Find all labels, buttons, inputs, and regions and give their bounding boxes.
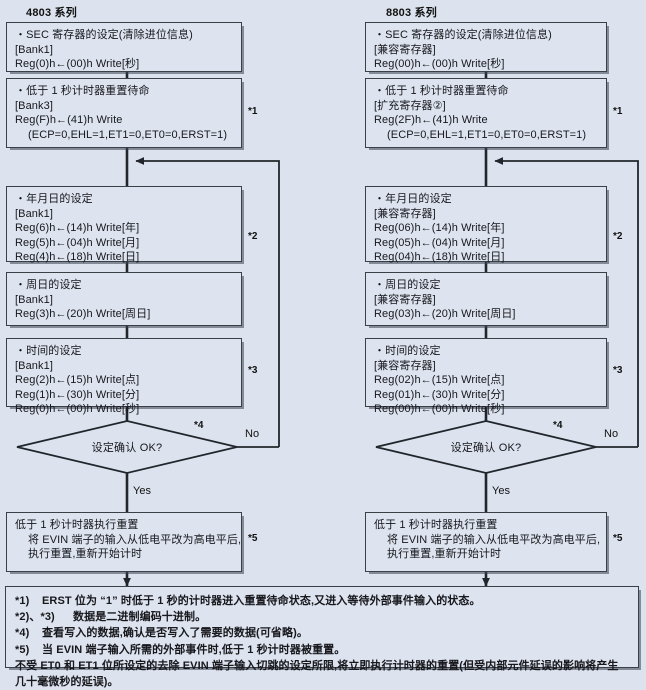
box-line: Reg(04)h←(18)h Write[日] [374, 251, 505, 264]
note-marker-4-right: *4 [553, 420, 563, 431]
note-marker-4-left: *4 [194, 420, 204, 431]
box-line: Reg(06)h←(14)h Write[年] [374, 222, 505, 235]
box-line: [兼容寄存器] [374, 293, 436, 306]
process-box-set-time-left[interactable]: ・时间的设定 [Bank1] Reg(2)h←(15)h Write[点] Re… [6, 338, 242, 415]
process-box-sec-register-left[interactable]: ・SEC 寄存器的设定(清除进位信息) [Bank1] Reg(0)h←(00)… [6, 22, 242, 72]
note-marker-3-left: *3 [248, 365, 258, 376]
note-marker-1-right: *1 [613, 106, 623, 117]
box-line: [Bank3] [15, 99, 54, 112]
process-box-set-date-left[interactable]: ・年月日的设定 [Bank1] Reg(6)h←(14)h Write[年] R… [6, 186, 242, 264]
note-item: *4) 查看写入的数据,确认是否写入了需要的数据(可省略)。 [15, 625, 629, 641]
notes-panel: *1) ERST 位为 “1” 时低于 1 秒的计时器进入重置待命状态,又进入等待… [5, 586, 639, 688]
process-box-set-date-right[interactable]: ・年月日的设定 [兼容寄存器] Reg(06)h←(14)h Write[年] … [365, 186, 607, 264]
box-line: Reg(00)h←(00)h Write[秒] [374, 403, 505, 416]
box-line: ・时间的设定 [374, 345, 441, 357]
process-box-set-weekday-right[interactable]: ・周日的设定 [兼容寄存器] Reg(03)h←(20)h Write[周日] [365, 272, 607, 326]
box-line: (ECP=0,EHL=1,ET1=0,ET0=0,ERST=1) [387, 128, 587, 141]
box-line: Reg(03)h←(20)h Write[周日] [374, 308, 516, 321]
note-label: *2)、*3) [15, 611, 55, 624]
box-line: [Bank1] [15, 207, 54, 220]
branch-label-no-left: No [245, 428, 260, 440]
process-box-sec-register-right[interactable]: ・SEC 寄存器的设定(清除进位信息) [兼容寄存器] Reg(00)h←(00… [365, 22, 607, 72]
box-line: Reg(5)h←(04)h Write[月] [15, 236, 140, 249]
box-line: Reg(4)h←(18)h Write[日] [15, 251, 140, 264]
box-line: 执行重置,重新开始计时 [387, 548, 502, 561]
column-title-8803: 8803 系列 [386, 7, 437, 19]
process-box-sub-second-reset-standby-right[interactable]: ・低于 1 秒计时器重置待命 [扩充寄存器②] Reg(2F)h←(41)h W… [365, 78, 607, 148]
decision-label: 设定确认 OK? [450, 442, 522, 454]
note-marker-2-right: *2 [613, 231, 623, 242]
box-line: [Bank1] [15, 359, 54, 372]
note-item: *2)、*3) 数据是二进制编码十进制。 [15, 609, 629, 625]
box-line: 将 EVIN 端子的输入从低电平改为高电平后, [28, 533, 242, 546]
box-line: Reg(02)h←(15)h Write[点] [374, 374, 505, 387]
decision-label: 设定确认 OK? [91, 442, 163, 454]
note-marker-5-left: *5 [248, 533, 258, 544]
box-line: ・SEC 寄存器的设定(清除进位信息) [374, 29, 552, 41]
box-line: Reg(1)h←(30)h Write[分] [15, 388, 140, 401]
box-line: ・时间的设定 [15, 345, 82, 357]
box-line: ・周日的设定 [15, 279, 82, 291]
box-line: [Bank1] [15, 293, 54, 306]
branch-label-no-right: No [604, 428, 619, 440]
box-line: Reg(3)h←(20)h Write[周日] [15, 308, 151, 321]
box-line: 低于 1 秒计时器执行重置 [15, 519, 139, 531]
box-line: 执行重置,重新开始计时 [28, 548, 143, 561]
note-text: 数据是二进制编码十进制。 [73, 611, 207, 624]
note-item: *1) ERST 位为 “1” 时低于 1 秒的计时器进入重置待命状态,又进入等待… [15, 593, 629, 609]
column-title-4803: 4803 系列 [26, 7, 77, 19]
box-line: Reg(01)h←(30)h Write[分] [374, 388, 505, 401]
note-text: ERST 位为 “1” 时低于 1 秒的计时器进入重置待命状态,又进入等待外部事… [42, 595, 481, 607]
box-line: ・SEC 寄存器的设定(清除进位信息) [15, 29, 193, 41]
box-line: [扩充寄存器②] [374, 99, 446, 112]
box-line: ・年月日的设定 [374, 193, 452, 205]
box-line: Reg(2)h←(15)h Write[点] [15, 374, 140, 387]
decision-confirm-settings-left[interactable]: 设定确认 OK? [17, 421, 237, 473]
box-line: Reg(F)h←(41)h Write [15, 114, 123, 127]
right-connectors [375, 72, 639, 587]
process-box-execute-reset-right[interactable]: 低于 1 秒计时器执行重置 将 EVIN 端子的输入从低电平改为高电平后, 执行… [365, 512, 607, 572]
box-line: (ECP=0,EHL=1,ET1=0,ET0=0,ERST=1) [28, 128, 228, 141]
note-text: 当 EVIN 端子输入所需的外部事件时,低于 1 秒计时器被重置。 [42, 643, 346, 656]
note-label: *1) [15, 595, 30, 607]
note-label: *4) [15, 627, 30, 640]
branch-label-yes-left: Yes [133, 485, 151, 497]
box-line: ・低于 1 秒计时器重置待命 [15, 85, 150, 97]
box-line: [兼容寄存器] [374, 207, 436, 220]
box-line: Reg(05)h←(04)h Write[月] [374, 236, 505, 249]
box-line: Reg(2F)h←(41)h Write [374, 114, 488, 127]
box-line: 将 EVIN 端子的输入从低电平改为高电平后, [387, 533, 601, 546]
flowchart-canvas: 4803 系列 8803 系列 ・SEC 寄存器的设定(清除进位信息) [Ban… [5, 7, 639, 688]
box-line: ・周日的设定 [374, 279, 441, 291]
box-line: [Bank1] [15, 43, 54, 56]
process-box-set-weekday-left[interactable]: ・周日的设定 [Bank1] Reg(3)h←(20)h Write[周日] [6, 272, 242, 326]
note-item: *5) 当 EVIN 端子输入所需的外部事件时,低于 1 秒计时器被重置。 [15, 642, 629, 658]
connector-layer [16, 72, 639, 587]
left-connectors [16, 72, 280, 587]
box-line: Reg(0)h←(00)h Write[秒] [15, 58, 140, 71]
decision-confirm-settings-right[interactable]: 设定确认 OK? [376, 421, 596, 473]
note-marker-3-right: *3 [613, 365, 623, 376]
note-item: 不受 ET0 和 ET1 位所设定的去除 EVIN 端子输入切跳的设定所限,将立… [15, 658, 629, 690]
process-box-set-time-right[interactable]: ・时间的设定 [兼容寄存器] Reg(02)h←(15)h Write[点] R… [365, 338, 607, 415]
note-text: 不受 ET0 和 ET1 位所设定的去除 EVIN 端子输入切跳的设定所限,将立… [15, 659, 619, 689]
box-line: Reg(6)h←(14)h Write[年] [15, 222, 140, 235]
box-line: ・年月日的设定 [15, 193, 93, 205]
process-box-execute-reset-left[interactable]: 低于 1 秒计时器执行重置 将 EVIN 端子的输入从低电平改为高电平后, 执行… [6, 512, 242, 572]
box-line: Reg(00)h←(00)h Write[秒] [374, 58, 505, 71]
branch-label-yes-right: Yes [492, 485, 510, 497]
note-marker-2-left: *2 [248, 231, 258, 242]
note-marker-1-left: *1 [248, 106, 258, 117]
box-line: Reg(0)h←(00)h Write[秒] [15, 403, 140, 416]
box-line: [兼容寄存器] [374, 43, 436, 56]
box-line: 低于 1 秒计时器执行重置 [374, 519, 498, 531]
note-label: *5) [15, 643, 30, 656]
note-text: 查看写入的数据,确认是否写入了需要的数据(可省略)。 [42, 627, 308, 640]
box-line: ・低于 1 秒计时器重置待命 [374, 85, 509, 97]
box-line: [兼容寄存器] [374, 359, 436, 372]
note-marker-5-right: *5 [613, 533, 623, 544]
process-box-sub-second-reset-standby-left[interactable]: ・低于 1 秒计时器重置待命 [Bank3] Reg(F)h←(41)h Wri… [6, 78, 242, 148]
